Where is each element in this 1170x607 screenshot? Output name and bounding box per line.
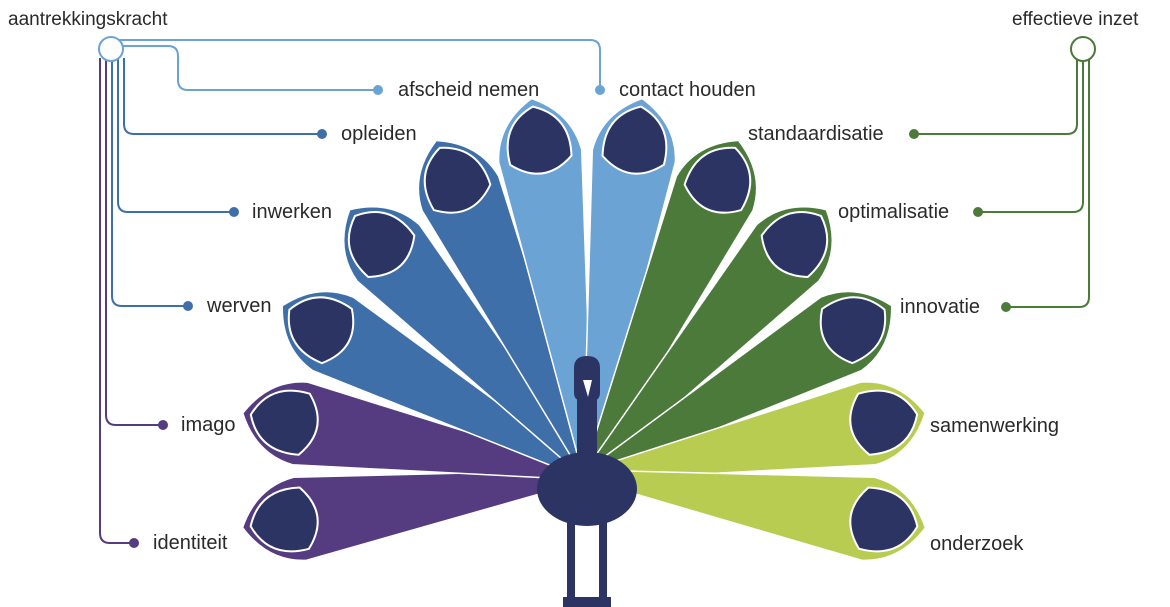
feather-optimalisatie-eye xyxy=(760,211,829,278)
feather-samenwerking-vane xyxy=(586,381,927,481)
connector-opleiden xyxy=(123,58,322,135)
effectieve-inzet-node xyxy=(1070,36,1096,62)
peacock-feet xyxy=(563,597,611,607)
feather-opleiden-eye xyxy=(423,146,492,214)
label-samenwerking: samenwerking xyxy=(930,415,1059,437)
label-standaardisatie: standaardisatie xyxy=(748,123,884,145)
feather-werven-vane xyxy=(281,290,592,481)
peacock-body xyxy=(537,356,637,607)
label-onderzoek: onderzoek xyxy=(930,533,1024,555)
connector-imago xyxy=(105,60,163,426)
label-werven: werven xyxy=(207,295,272,317)
feather-contact-houden-vane xyxy=(582,97,677,477)
feather-opleiden xyxy=(417,139,594,479)
feather-innovatie xyxy=(584,290,893,481)
peacock-leg-left xyxy=(567,520,575,600)
peacock-beak xyxy=(583,380,592,397)
aantrekkingskracht-node xyxy=(98,36,124,62)
group-title-effectieve-inzet: effectieve inzet xyxy=(1012,9,1139,30)
connector-innovatie xyxy=(1006,60,1090,308)
feather-imago-eye xyxy=(249,389,319,456)
feather-afscheid-nemen xyxy=(497,97,594,477)
label-imago: imago xyxy=(181,414,236,436)
connector-afscheid-nemen xyxy=(118,45,378,91)
connector-optimalisatie xyxy=(978,60,1084,213)
feather-identiteit-vane xyxy=(241,469,590,562)
peacock-torso xyxy=(537,452,637,526)
connector-werven xyxy=(111,60,188,307)
feather-standaardisatie xyxy=(582,139,758,479)
feather-opleiden-vane xyxy=(417,139,594,479)
feather-identiteit-eye xyxy=(249,486,319,553)
dot-standaardisatie xyxy=(909,129,919,139)
dot-identiteit xyxy=(129,538,139,548)
feather-onderzoek-vane xyxy=(586,469,927,562)
feather-inwerken xyxy=(343,206,593,480)
dot-werven xyxy=(183,301,193,311)
dot-opleiden xyxy=(317,129,327,139)
feather-contact-houden xyxy=(582,97,677,477)
feather-identiteit xyxy=(241,469,590,562)
feather-imago-vane xyxy=(241,381,590,481)
feather-imago xyxy=(241,381,590,481)
feather-standaardisatie-eye xyxy=(683,146,752,214)
dot-inwerken xyxy=(229,207,239,217)
dot-contact-houden xyxy=(595,85,605,95)
connector-contact-houden xyxy=(112,39,601,90)
feather-samenwerking-eye xyxy=(849,389,919,456)
label-afscheid-nemen: afscheid nemen xyxy=(398,79,540,101)
feather-afscheid-nemen-vane xyxy=(497,97,594,477)
feather-onderzoek xyxy=(586,469,927,562)
feather-werven xyxy=(281,290,592,481)
connector-standaardisatie xyxy=(914,60,1078,135)
dot-innovatie xyxy=(1001,302,1011,312)
peacock-head xyxy=(574,356,600,402)
feather-inwerken-eye xyxy=(347,211,416,278)
label-optimalisatie: optimalisatie xyxy=(838,201,950,223)
feather-samenwerking xyxy=(586,381,927,481)
peacock-leg-right xyxy=(599,520,607,600)
dot-optimalisatie xyxy=(973,207,983,217)
group-title-aantrekkingskracht: aantrekkingskracht xyxy=(8,9,168,30)
feather-contact-houden-eye xyxy=(601,105,668,175)
feather-innovatie-eye xyxy=(819,296,887,365)
feather-werven-eye xyxy=(287,296,355,365)
feather-standaardisatie-vane xyxy=(582,139,758,479)
feather-innovatie-vane xyxy=(584,290,893,481)
feather-onderzoek-eye xyxy=(849,486,919,553)
connector-identiteit xyxy=(99,58,134,544)
connector-inwerken xyxy=(117,58,234,213)
label-contact-houden: contact houden xyxy=(619,79,756,101)
label-inwerken: inwerken xyxy=(252,201,333,223)
feather-afscheid-nemen-eye xyxy=(506,105,573,175)
feather-optimalisatie xyxy=(583,206,833,480)
dot-imago xyxy=(158,420,168,430)
label-opleiden: opleiden xyxy=(341,123,417,145)
feather-inwerken-vane xyxy=(343,206,593,480)
label-innovatie: innovatie xyxy=(900,296,981,318)
dot-afscheid-nemen xyxy=(373,85,383,95)
feather-optimalisatie-vane xyxy=(583,206,833,480)
label-identiteit: identiteit xyxy=(153,532,228,554)
peacock-feathers xyxy=(241,97,927,562)
